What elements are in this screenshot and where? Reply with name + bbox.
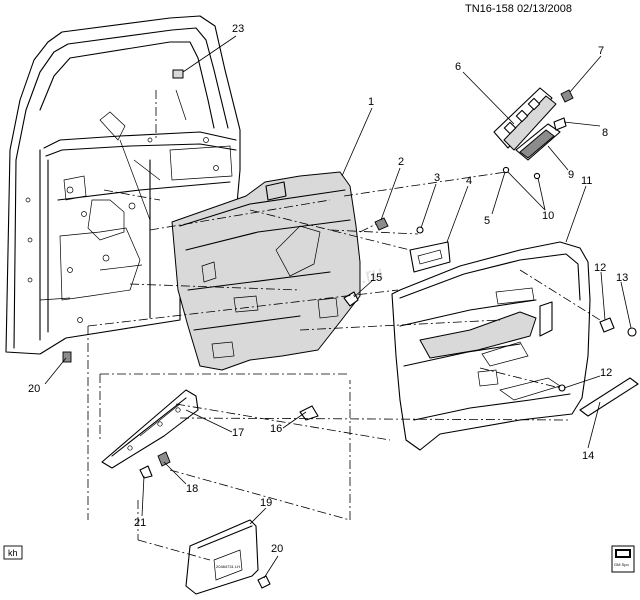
callout-2: 2: [398, 156, 404, 168]
window-switch-assembly: [493, 87, 574, 180]
manual-icon: GM Spo: [611, 545, 635, 573]
callout-20-bottom: 20: [271, 543, 283, 555]
callout-10: 10: [542, 210, 554, 222]
callout-12-top: 12: [594, 262, 606, 274]
callout-4: 4: [466, 175, 472, 187]
callout-13: 13: [616, 272, 628, 284]
callout-16: 16: [270, 423, 282, 435]
callout-14: 14: [582, 450, 594, 462]
pull-handle-bracket: [101, 389, 199, 469]
callout-1: 1: [368, 96, 374, 108]
callout-23: 23: [232, 23, 244, 35]
callout-11: 11: [581, 175, 592, 187]
callout-17: 17: [232, 427, 244, 439]
callout-5: 5: [484, 215, 490, 227]
callout-20-left: 20: [28, 383, 40, 395]
leader-lines: [44, 35, 632, 579]
callout-3: 3: [434, 172, 440, 184]
callout-12-bottom: 12: [600, 367, 612, 379]
diagram-header-code: TN16-158 02/13/2008: [465, 3, 572, 15]
door-trim-panel: [391, 241, 591, 451]
callout-21: 21: [134, 517, 146, 529]
callout-18: 18: [186, 483, 198, 495]
corner-code-text: kh: [8, 548, 18, 558]
callout-15: 15: [370, 272, 382, 284]
door-frame: [5, 15, 241, 363]
callout-6: 6: [455, 61, 461, 73]
storage-pocket: 20484731 LH: [185, 519, 259, 595]
manual-icon-text: GM Spo: [614, 562, 629, 567]
callout-8: 8: [602, 127, 608, 139]
callout-9: 9: [568, 169, 574, 181]
fasteners: [139, 217, 639, 589]
callout-19: 19: [260, 497, 272, 509]
corner-code-box: kh: [3, 545, 23, 560]
storage-pocket-label: 20484731 LH: [216, 564, 240, 569]
callouts: 23 1 2 3 4 6 7 8 9 10 5 11 12 13 12 14 1…: [28, 23, 628, 555]
water-deflector-panel: [171, 171, 361, 371]
callout-7: 7: [598, 45, 604, 57]
assembly-lines: [87, 90, 601, 561]
